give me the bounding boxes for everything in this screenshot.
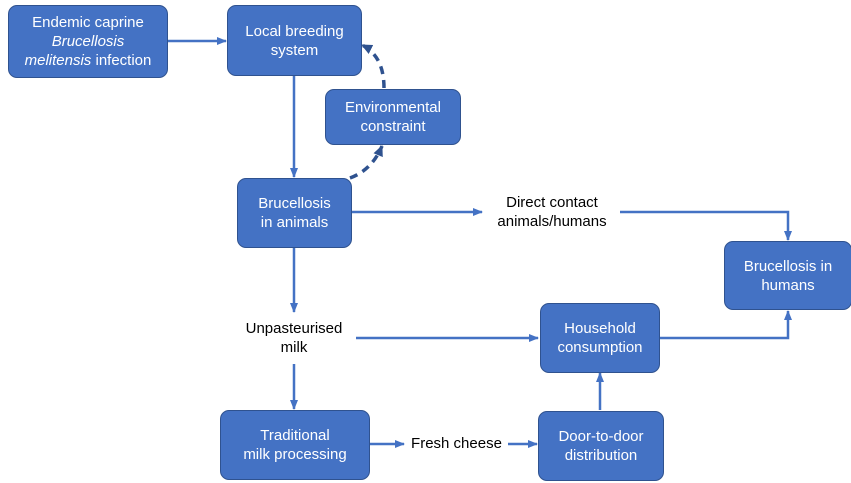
node-environmental-constraint: Environmental constraint [325, 89, 461, 145]
node-brucellosis-animals-line2: in animals [260, 214, 329, 231]
node-brucellosis-humans-line2: humans [761, 276, 815, 294]
node-household-consumption: Household consumption [540, 303, 660, 373]
node-brucellosis-humans-line1: Brucellosis in [743, 257, 833, 275]
node-local-breeding-system: Local breeding system [227, 5, 362, 76]
node-traditional-line2: milk processing [243, 446, 347, 463]
node-endemic-line2: Brucellosis [51, 33, 125, 50]
arrow-direct-contact-to-humans [620, 210, 792, 241]
label-direct-contact-line1: Direct contact [506, 194, 598, 211]
dashed-arrow-animals-to-environment [349, 145, 384, 180]
node-brucellosis-animals-line1: Brucellosis [258, 195, 331, 212]
node-environmental-line2: constraint [360, 118, 426, 135]
node-brucellosis-in-humans: Brucellosis in humans [724, 241, 851, 310]
label-unpasteurised-line1: Unpasteurised [245, 320, 343, 337]
dashed-arrow-environment-to-breeding [361, 43, 386, 89]
node-local-breeding-line1: Local breeding [245, 22, 344, 40]
node-endemic-line3-italic: melitensis [24, 52, 92, 69]
label-fresh-cheese-line1: Fresh cheese [411, 435, 502, 452]
node-traditional-milk-processing: Traditional milk processing [220, 410, 370, 480]
node-household-line2: consumption [557, 339, 643, 356]
node-local-breeding-line2: system [270, 41, 319, 59]
node-endemic-infection: Endemic caprine Brucellosis melitensis i… [8, 5, 168, 78]
label-direct-contact-line2: animals/humans [497, 213, 607, 230]
node-door-to-door-line2: distribution [564, 447, 638, 464]
label-unpasteurised-milk: Unpasteurised milk [232, 319, 356, 357]
arrow-household-to-humans [660, 310, 792, 340]
node-traditional-line1: Traditional [260, 427, 330, 444]
node-environmental-line1: Environmental [345, 99, 441, 116]
node-door-to-door-line1: Door-to-door [558, 428, 644, 445]
label-unpasteurised-line2: milk [280, 339, 308, 356]
node-endemic-line3-rest: infection [91, 52, 152, 69]
node-brucellosis-in-animals: Brucellosis in animals [237, 178, 352, 248]
label-fresh-cheese: Fresh cheese [405, 434, 508, 453]
node-endemic-line1: Endemic caprine [32, 14, 144, 31]
node-door-to-door-distribution: Door-to-door distribution [538, 411, 664, 481]
label-direct-contact: Direct contact animals/humans [484, 193, 620, 231]
node-household-line1: Household [564, 320, 636, 337]
